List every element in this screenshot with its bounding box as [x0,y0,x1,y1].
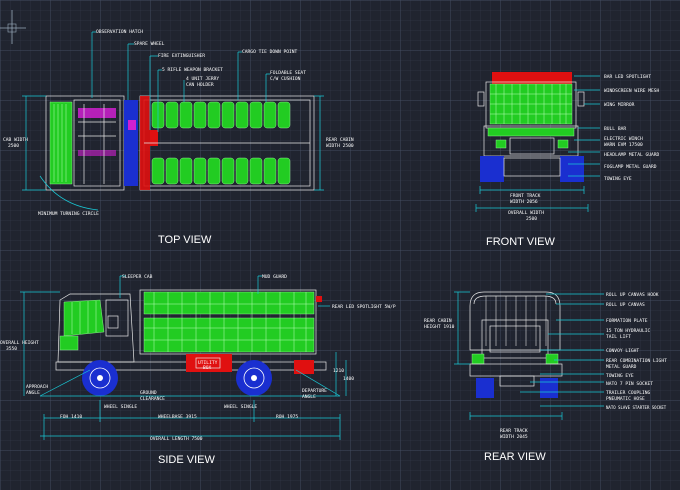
dim-wheel-single-right: WHEEL SINGLE [224,404,257,410]
top-view-drawing [22,31,324,211]
dim-wheel-single-left: WHEEL SINGLE [104,404,137,410]
label-jerry-can-2: CAN HOLDER [186,82,214,88]
dim-rear-cabin-height: REAR CABIN [424,318,452,324]
label-electric-winch: ELECTRIC WINCH [604,136,643,142]
label-ground-clearance-2: CLEARANCE [140,396,165,402]
ucs-crosshair-icon [0,10,26,44]
dim-rear-cabin-width-2: WIDTH 2500 [326,143,354,149]
dim-foh: FOH 1410 [60,414,82,420]
dim-overall-width-value: 2500 [526,216,537,222]
dim-rear-cabin-width: REAR CABIN [326,137,354,143]
dim-cab-width: CAB WIDTH [3,137,28,143]
front-wheel [82,360,118,396]
label-foldable-seat-2: C/W CUSHION [270,76,301,82]
label-spare-wheel: SPARE WHEEL [134,41,165,47]
dim-front-track: FRONT TRACK [510,193,541,199]
dim-roh: ROH 1975 [276,414,298,420]
label-foldable-seat: FOLDABLE SEAT [270,70,306,76]
title-front-view: FRONT VIEW [486,236,555,248]
label-towing-eye-front: TOWING EYE [604,176,632,182]
label-utility-box: UTILITY [198,360,218,366]
label-foglamp: FOGLAMP METAL GUARD [604,164,657,170]
label-windscreen: WINDSCREEN WIRE MESH [604,88,660,94]
dim-cab-width-value: 2500 [8,143,19,149]
label-convoy-light: CONVOY LIGHT [606,348,639,354]
label-wing-mirror: WING MIRROR [604,102,635,108]
dim-h2: 1400 [343,376,354,382]
rear-view-drawing [454,291,604,420]
label-roll-canvas: ROLL UP CANVAS [606,302,645,308]
side-view-drawing [20,275,347,440]
label-ground-clearance: GROUND [140,390,157,396]
label-cargo-tie: CARGO TIE DOWN POINT [242,49,298,55]
label-utility-box-2: BOX [203,365,212,371]
label-jerry-can: 4 UNIT JERRY [186,76,219,82]
dim-overall-height-value: 3550 [6,346,17,352]
label-departure-angle: DEPARTURE [302,388,327,394]
label-towing-eye-rear: TOWING EYE [606,373,634,379]
label-combination-light: REAR COMBINATION LIGHT [606,358,667,364]
label-minimum-turning: MINIMUM TURNING CIRCLE [38,211,99,217]
label-nato-socket: NATO 7 PIN SOCKET [606,381,653,387]
dim-rear-track-2: WIDTH 2045 [500,434,528,440]
title-top-view: TOP VIEW [158,234,212,246]
title-rear-view: REAR VIEW [484,451,546,463]
label-mud-guard: MUD GUARD [262,274,287,280]
label-formation-plate: FORMATION PLATE [606,318,648,324]
label-electric-winch-2: WARN EVM 17500 [604,142,643,148]
foldable-seats-bottom [151,157,291,185]
dim-overall-length: OVERALL LENGTH 7500 [150,436,203,442]
rear-wheel [236,360,272,396]
front-view-drawing [475,72,600,212]
dim-front-track-2: WIDTH 2056 [510,199,538,205]
label-headlamp: HEADLAMP METAL GUARD [604,152,660,158]
label-trailer-coupling-2: PNEUMATIC HOSE [606,396,645,402]
label-trailer-coupling: TRAILER COUPLING [606,390,650,396]
label-sleeper-cab: SLEEPER CAB [122,274,153,280]
title-side-view: SIDE VIEW [158,454,215,466]
label-bar-led: BAR LED SPOTLIGHT [604,74,651,80]
label-departure-angle-2: ANGLE [302,394,316,400]
label-tail-lift: 15 TON HYDRAULIC [606,328,650,334]
label-observation-hatch: OBSERVATION HATCH [96,29,143,35]
label-rifle-bracket: 5 RIFLE WEAPON BRACKET [162,67,223,73]
label-tail-lift-2: TAIL LIFT [606,334,631,340]
label-bull-bar: BULL BAR [604,126,626,132]
label-approach-angle: APPROACH [26,384,48,390]
label-rear-led: REAR LED SPOTLIGHT 5W/P [332,304,396,310]
label-approach-angle-2: ANGLE [26,390,40,396]
dim-wheelbase: WHEELBASE 3915 [158,414,197,420]
foldable-seats-top [151,101,291,129]
label-fire-extinguisher: FIRE EXTINGUISHER [158,53,205,59]
dim-overall-width: OVERALL WIDTH [508,210,544,216]
label-roll-canvas-hook: ROLL UP CANVAS HOOK [606,292,659,298]
dim-rear-cabin-height-2: HEIGHT 1910 [424,324,455,330]
dim-rear-track: REAR TRACK [500,428,528,434]
dim-overall-height: OVERALL HEIGHT [0,340,39,346]
label-combination-light-2: METAL GUARD [606,364,637,370]
label-nato-slave: NATO SLAVE STARTER SOCKET [606,405,667,410]
dim-h1: 1210 [333,368,344,374]
